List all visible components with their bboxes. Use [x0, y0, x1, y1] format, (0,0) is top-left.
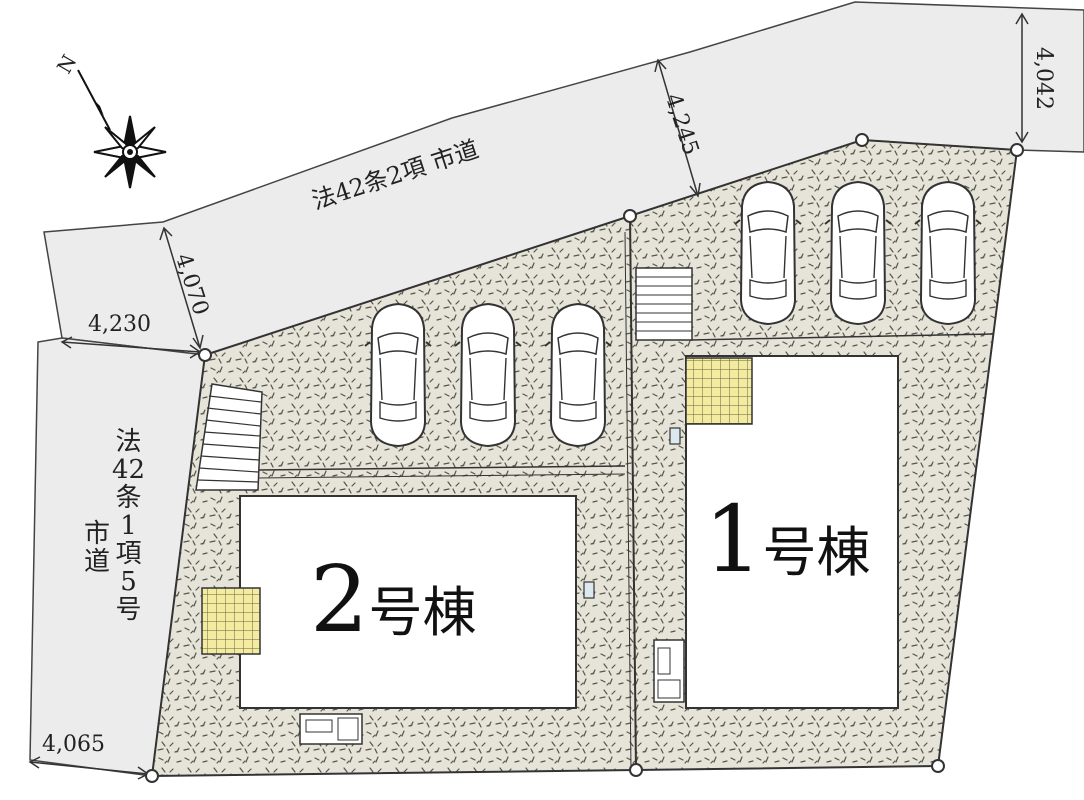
parking-car	[364, 303, 432, 447]
parking-edge-right	[689, 333, 994, 341]
compass-rose-icon	[77, 69, 167, 189]
dimension-4065: 4,065	[42, 732, 105, 757]
parking-car	[914, 181, 982, 325]
parking-edge-left	[257, 465, 626, 471]
building-1-label: 1号棟	[704, 486, 871, 593]
dimension-4230: 4,230	[88, 312, 151, 337]
parking-car	[544, 303, 612, 447]
parking-car	[824, 181, 892, 325]
outdoor-unit-2	[299, 713, 363, 745]
deck-building-2	[201, 587, 261, 655]
stairs-left	[195, 383, 263, 491]
meter-box-1	[669, 427, 681, 445]
outdoor-unit-1	[653, 639, 685, 703]
boundary-markers	[145, 133, 1024, 783]
left-road-label-2: 市 道	[84, 519, 111, 577]
left-road-label: 法 42 条 1 項 5 号	[112, 427, 146, 625]
parking-car	[454, 303, 522, 447]
dimension-lines	[28, 12, 1029, 780]
dimension-4042: 4,042	[1030, 47, 1056, 110]
meter-box-2	[583, 581, 595, 599]
deck-building-1	[685, 357, 753, 425]
building-2-label: 2号棟	[310, 546, 477, 653]
lot-division-line	[629, 215, 637, 771]
parking-car	[734, 181, 802, 325]
stairs-right	[635, 267, 693, 341]
